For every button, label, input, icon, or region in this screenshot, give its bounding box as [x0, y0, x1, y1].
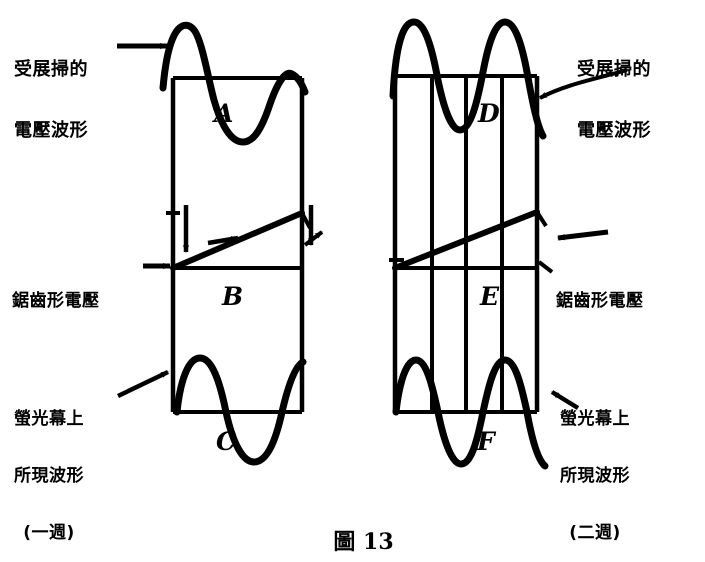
label-mid-right-text: 鋸齒形電壓: [556, 291, 644, 312]
label-top-left: 受展掃的 電壓波形: [14, 20, 88, 161]
label-top-left-line2: 電壓波形: [14, 119, 88, 141]
figure-caption-number: 13: [363, 529, 394, 555]
label-bottom-right: 螢光幕上 所現波形 (二週): [560, 372, 630, 562]
sweep-direction-arrows-left: [166, 205, 324, 253]
waveform-F-sine: [392, 356, 549, 470]
label-bottom-left-line2: 所現波形: [14, 466, 84, 487]
arrow-bottom-left: [117, 369, 169, 399]
label-bottom-left: 螢光幕上 所現波形 (一週): [14, 372, 84, 562]
figure-13-diagram: A B C D E F: [117, 18, 628, 470]
figure-caption: 圖 13: [318, 498, 394, 556]
right-panel-box: [392, 74, 540, 414]
label-bottom-left-line1: 螢光幕上: [14, 409, 84, 430]
annotation-arrows: [117, 42, 628, 410]
arrow-top-right: [539, 68, 628, 100]
waveform-A-sine: [159, 21, 309, 146]
right-panel: [389, 18, 554, 470]
arrow-bottom-right: [550, 390, 580, 410]
panel-letter-C: C: [216, 427, 236, 456]
label-top-right: 受展掃的 電壓波形: [577, 20, 651, 161]
left-panel: [159, 21, 324, 466]
label-bottom-right-line3: (二週): [569, 523, 621, 544]
label-top-left-line1: 受展掃的: [14, 59, 88, 81]
panel-letter-E: E: [479, 282, 500, 311]
waveform-B-sawtooth: [170, 210, 312, 271]
waveform-E-sawtooth: [389, 209, 554, 274]
label-mid-left: 鋸齒形電壓: [12, 254, 100, 330]
waveform-C-sine: [173, 354, 307, 466]
label-bottom-right-line1: 螢光幕上: [560, 409, 630, 430]
panel-letter-F: F: [476, 427, 497, 456]
label-mid-left-text: 鋸齒形電壓: [12, 291, 100, 312]
figure-caption-prefix: 圖: [333, 529, 356, 555]
label-top-right-line1: 受展掃的: [577, 59, 651, 81]
label-mid-right: 鋸齒形電壓: [556, 254, 644, 330]
label-top-right-line2: 電壓波形: [577, 119, 651, 141]
label-bottom-right-line2: 所現波形: [560, 466, 630, 487]
arrow-mid-right: [557, 229, 609, 241]
waveform-D-sine: [389, 18, 547, 140]
label-bottom-left-line3: (一週): [23, 523, 75, 544]
panel-letter-B: B: [221, 282, 243, 311]
panel-letter-A: A: [212, 99, 233, 128]
panel-letter-D: D: [477, 99, 500, 128]
